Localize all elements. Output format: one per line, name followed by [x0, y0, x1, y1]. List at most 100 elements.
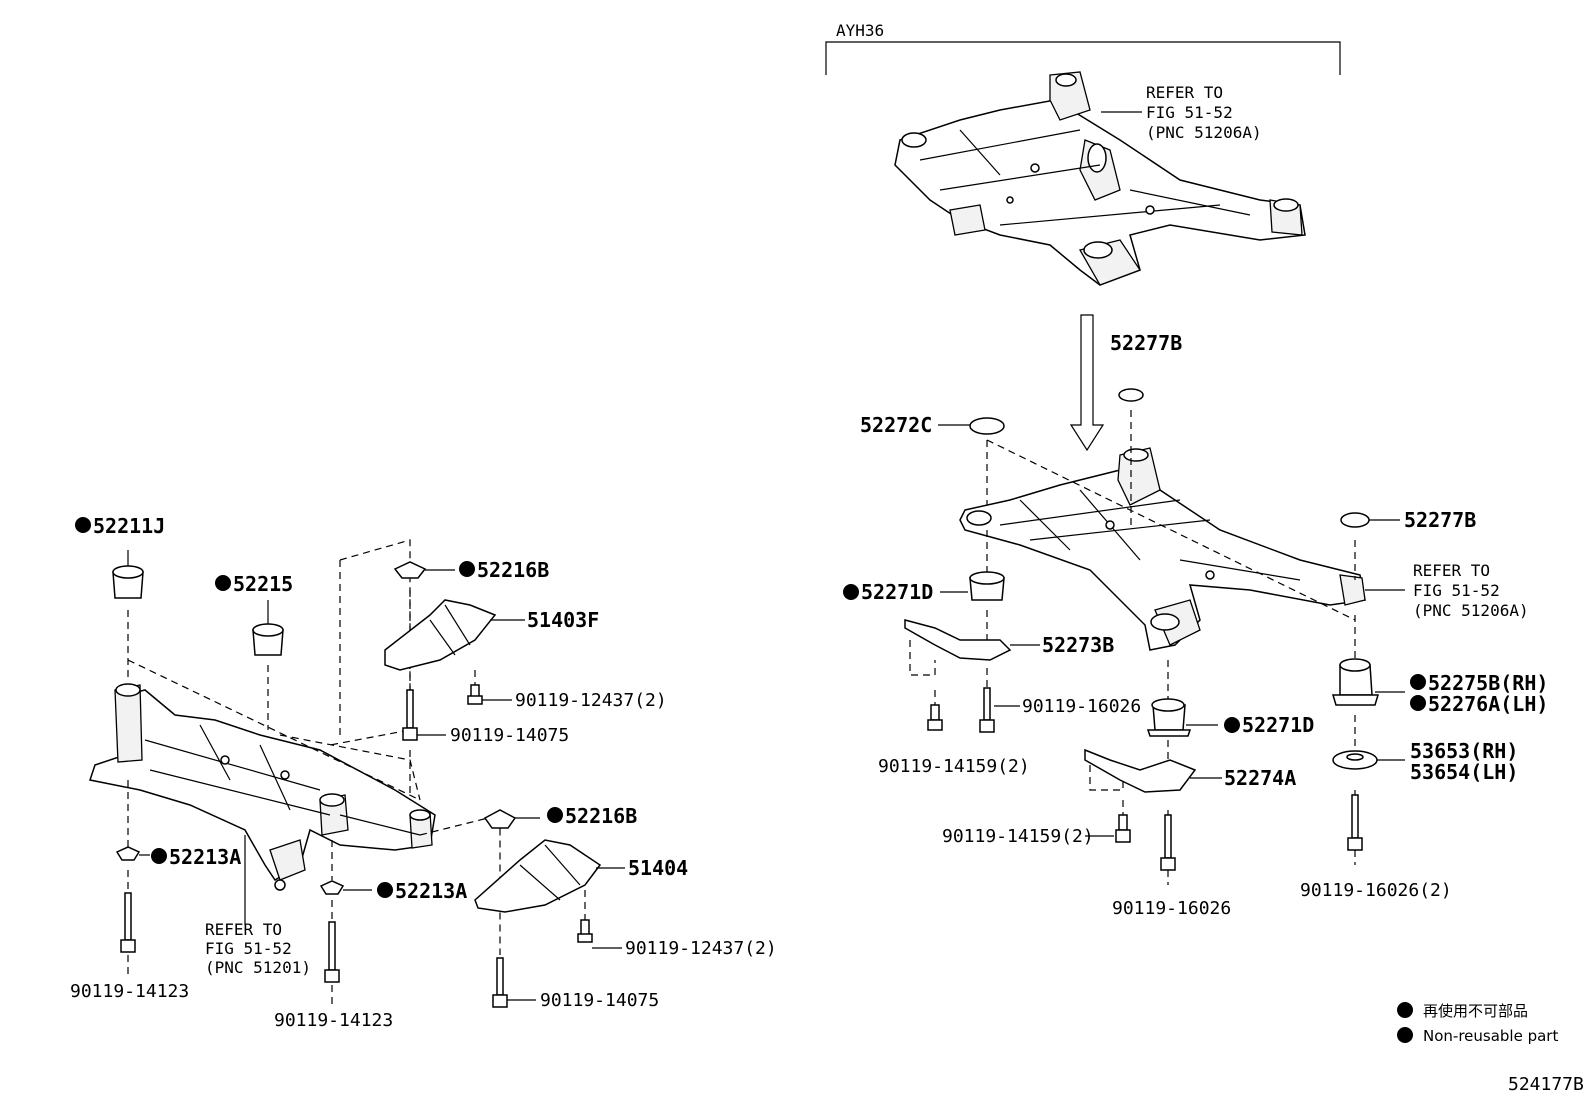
legend-japanese: 再使用不可部品 — [1423, 1002, 1528, 1020]
cushion-52272C — [969, 417, 1005, 435]
bushing-52271D-lower-top — [1151, 698, 1185, 712]
nut-52213A-left — [115, 846, 141, 861]
down-arrow-icon — [1069, 314, 1105, 452]
bolt-90119-14123-b-head — [324, 969, 340, 983]
ref-left-line1: REFER TO — [205, 920, 282, 939]
part-52271D-left: 52271D — [861, 580, 933, 604]
ref-left-line2: FIG 51-52 — [205, 939, 292, 958]
rear-subframe-assembly-drawing — [894, 71, 1306, 286]
part-52213A-left: 52213A — [169, 845, 241, 869]
non-reusable-marker — [1410, 695, 1426, 711]
part-90119-16026-b: 90119-16026 — [1112, 898, 1231, 919]
non-reusable-marker — [459, 561, 475, 577]
non-reusable-marker — [1410, 674, 1426, 690]
bolt-90119-14075-a-head — [402, 727, 418, 741]
bolt-90119-14159-a — [930, 704, 940, 721]
part-90119-14075-b: 90119-14075 — [540, 990, 659, 1011]
non-reusable-legend-icon — [1397, 1002, 1413, 1018]
bushing-52215-top — [252, 623, 284, 637]
bolt-90119-14123-a — [124, 892, 132, 941]
insulator-51404-ribs — [519, 844, 581, 901]
bolt-90119-16026-c — [1351, 794, 1359, 839]
bolt-90119-12437-b-head — [577, 933, 593, 943]
part-52213A-mid: 52213A — [395, 879, 467, 903]
part-53653: 53653(RH) — [1410, 739, 1518, 763]
non-reusable-marker — [215, 575, 231, 591]
bolt-90119-14159-a-head — [927, 719, 943, 731]
part-52274A: 52274A — [1224, 766, 1296, 790]
dash-l4 — [329, 539, 411, 746]
bushing-52211J-top — [112, 565, 144, 579]
insulator-51404 — [474, 839, 602, 913]
part-52211J: 52211J — [93, 514, 165, 538]
part-90119-14123-b: 90119-14123 — [274, 1010, 393, 1031]
ref-right-line2: FIG 51-52 — [1413, 581, 1500, 600]
washer-52216B-upper — [393, 561, 427, 579]
part-90119-12437-b: 90119-12437(2) — [625, 938, 777, 959]
part-52216B-lower: 52216B — [565, 804, 637, 828]
plate-52273B — [904, 619, 1012, 661]
part-90119-14159-b: 90119-14159(2) — [942, 826, 1094, 847]
bolt-90119-16026-a — [983, 687, 991, 721]
nut-52213A-mid — [319, 880, 345, 895]
ref-top-line3: (PNC 51206A) — [1146, 123, 1262, 142]
part-51404: 51404 — [628, 856, 688, 880]
bolt-90119-12437-a-head — [467, 695, 483, 705]
non-reusable-marker — [377, 882, 393, 898]
bolt-90119-14123-b — [328, 921, 336, 971]
rear-subframe-drawing — [959, 447, 1366, 651]
washer-52216B-lower — [483, 809, 517, 829]
dash-r14 — [909, 640, 936, 676]
bushing-52275B-base — [1331, 694, 1380, 706]
part-52215: 52215 — [233, 572, 293, 596]
front-subframe-drawing — [89, 683, 436, 891]
part-52272C: 52272C — [860, 413, 932, 437]
figure-code: 524177B — [1508, 1074, 1584, 1095]
non-reusable-marker — [1224, 717, 1240, 733]
part-52275B: 52275B(RH) — [1428, 671, 1548, 695]
stopper-53653-hole — [1346, 753, 1364, 761]
dash-r16 — [1089, 765, 1124, 791]
bolt-90119-14123-a-head — [120, 939, 136, 953]
non-reusable-marker — [547, 807, 563, 823]
dash-l14 — [419, 814, 501, 955]
part-90119-14075-a: 90119-14075 — [450, 725, 569, 746]
ref-top-line2: FIG 51-52 — [1146, 103, 1233, 122]
part-52273B: 52273B — [1042, 633, 1114, 657]
ref-top-line1: REFER TO — [1146, 83, 1223, 102]
non-reusable-marker — [843, 584, 859, 600]
non-reusable-marker — [75, 517, 91, 533]
part-52276A: 52276A(LH) — [1428, 692, 1548, 716]
part-90119-14123-a: 90119-14123 — [70, 981, 189, 1002]
bushing-52271D-left-top — [969, 571, 1005, 585]
bolt-90119-16026-a-head — [979, 719, 995, 733]
dash-l2 — [127, 659, 421, 801]
model-bracket — [825, 41, 1341, 75]
insulator-51403F-ribs — [429, 604, 471, 656]
part-53654: 53654(LH) — [1410, 760, 1518, 784]
ref-left-line3: (PNC 51201) — [205, 958, 311, 977]
part-90119-12437-a: 90119-12437(2) — [515, 690, 667, 711]
bolt-90119-14075-b — [496, 957, 504, 996]
ref-right-line1: REFER TO — [1413, 561, 1490, 580]
part-90119-14159-a: 90119-14159(2) — [878, 756, 1030, 777]
part-52216B-upper: 52216B — [477, 558, 549, 582]
model-label: AYH36 — [836, 21, 884, 40]
part-90119-16026-c: 90119-16026(2) — [1300, 880, 1452, 901]
bolt-90119-16026-b — [1164, 814, 1172, 859]
bolt-90119-14159-b — [1118, 814, 1128, 831]
ref-right-line3: (PNC 51206A) — [1413, 601, 1529, 620]
part-51403F: 51403F — [527, 608, 599, 632]
bolt-90119-14075-a — [406, 689, 414, 729]
part-52271D-lower: 52271D — [1242, 713, 1314, 737]
non-reusable-legend-icon — [1397, 1027, 1413, 1043]
bolt-90119-16026-c-head — [1347, 837, 1363, 851]
part-52277B-top: 52277B — [1110, 331, 1182, 355]
plate-52274A — [1084, 748, 1197, 793]
bushing-52271D-lower-base — [1146, 729, 1192, 737]
non-reusable-marker — [151, 848, 167, 864]
bolt-90119-14159-b-head — [1115, 829, 1131, 843]
bolt-90119-16026-b-head — [1160, 857, 1176, 871]
legend-english: Non-reusable part — [1423, 1027, 1558, 1045]
